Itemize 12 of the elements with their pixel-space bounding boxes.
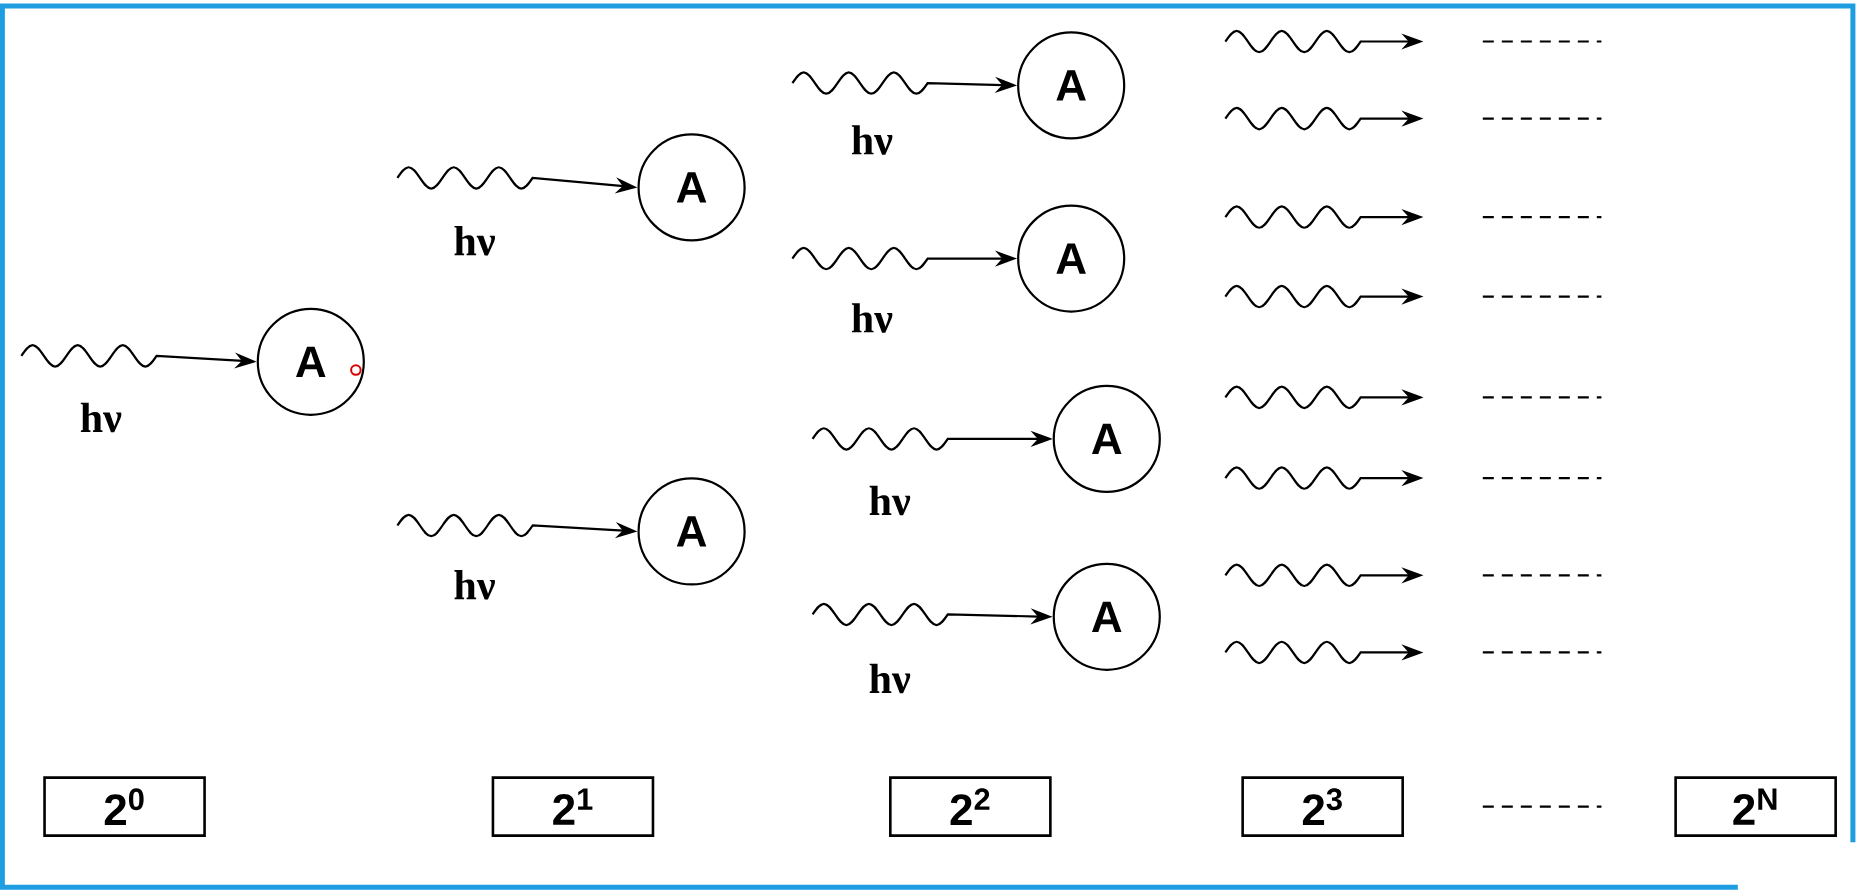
edge-label: hν xyxy=(869,663,911,694)
count-box: 2$^{0}$ xyxy=(43,776,206,837)
count-box: 2$^{3}$ xyxy=(1241,776,1404,837)
count-box: 2$^{1}$ xyxy=(491,776,655,837)
edge-label: hν xyxy=(851,125,893,155)
edge-label: hν xyxy=(80,402,122,433)
edge-label: hν xyxy=(869,485,911,516)
edge-label: hν xyxy=(851,302,893,333)
edge-label: hν xyxy=(454,225,495,256)
edge-label: hν xyxy=(454,569,495,600)
count-box: 2$^{2}$ xyxy=(889,776,1052,837)
count-box: 2$^{N}$ xyxy=(1674,776,1837,837)
